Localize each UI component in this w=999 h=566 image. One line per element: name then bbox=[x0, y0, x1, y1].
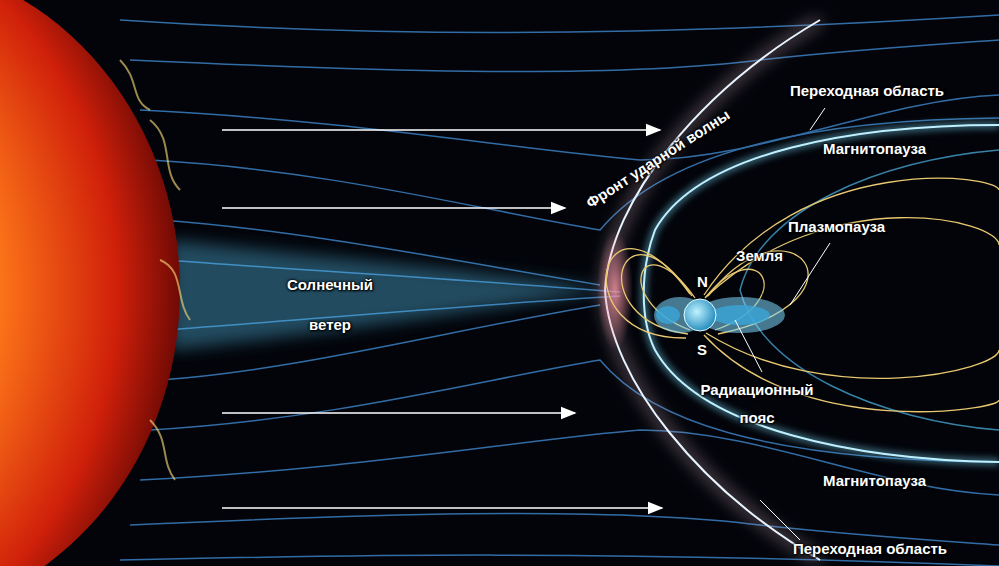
pole-label: S bbox=[697, 341, 707, 358]
earth bbox=[684, 299, 716, 331]
leader-lines bbox=[735, 108, 830, 540]
plasmasphere bbox=[654, 297, 785, 333]
sun bbox=[0, 0, 180, 566]
boundary-label: Плазмопауза bbox=[788, 218, 885, 235]
belt-label: Радиационный пояс bbox=[682, 376, 832, 432]
planet-label: Земля bbox=[736, 247, 783, 264]
wind-arrows bbox=[222, 130, 662, 508]
solar-wind-lines bbox=[120, 15, 999, 566]
bow-shock bbox=[605, 20, 820, 560]
wind-label: Солнечный ветер bbox=[265, 265, 395, 345]
boundary-label: Магнитопауза bbox=[823, 472, 926, 489]
field-lines bbox=[606, 178, 999, 411]
magnetopause bbox=[644, 125, 999, 462]
boundary-label: Магнитопауза bbox=[823, 140, 926, 157]
pole-label: N bbox=[697, 273, 708, 290]
region-label: Переходная область bbox=[790, 82, 944, 99]
region-label: Переходная область bbox=[793, 540, 947, 557]
